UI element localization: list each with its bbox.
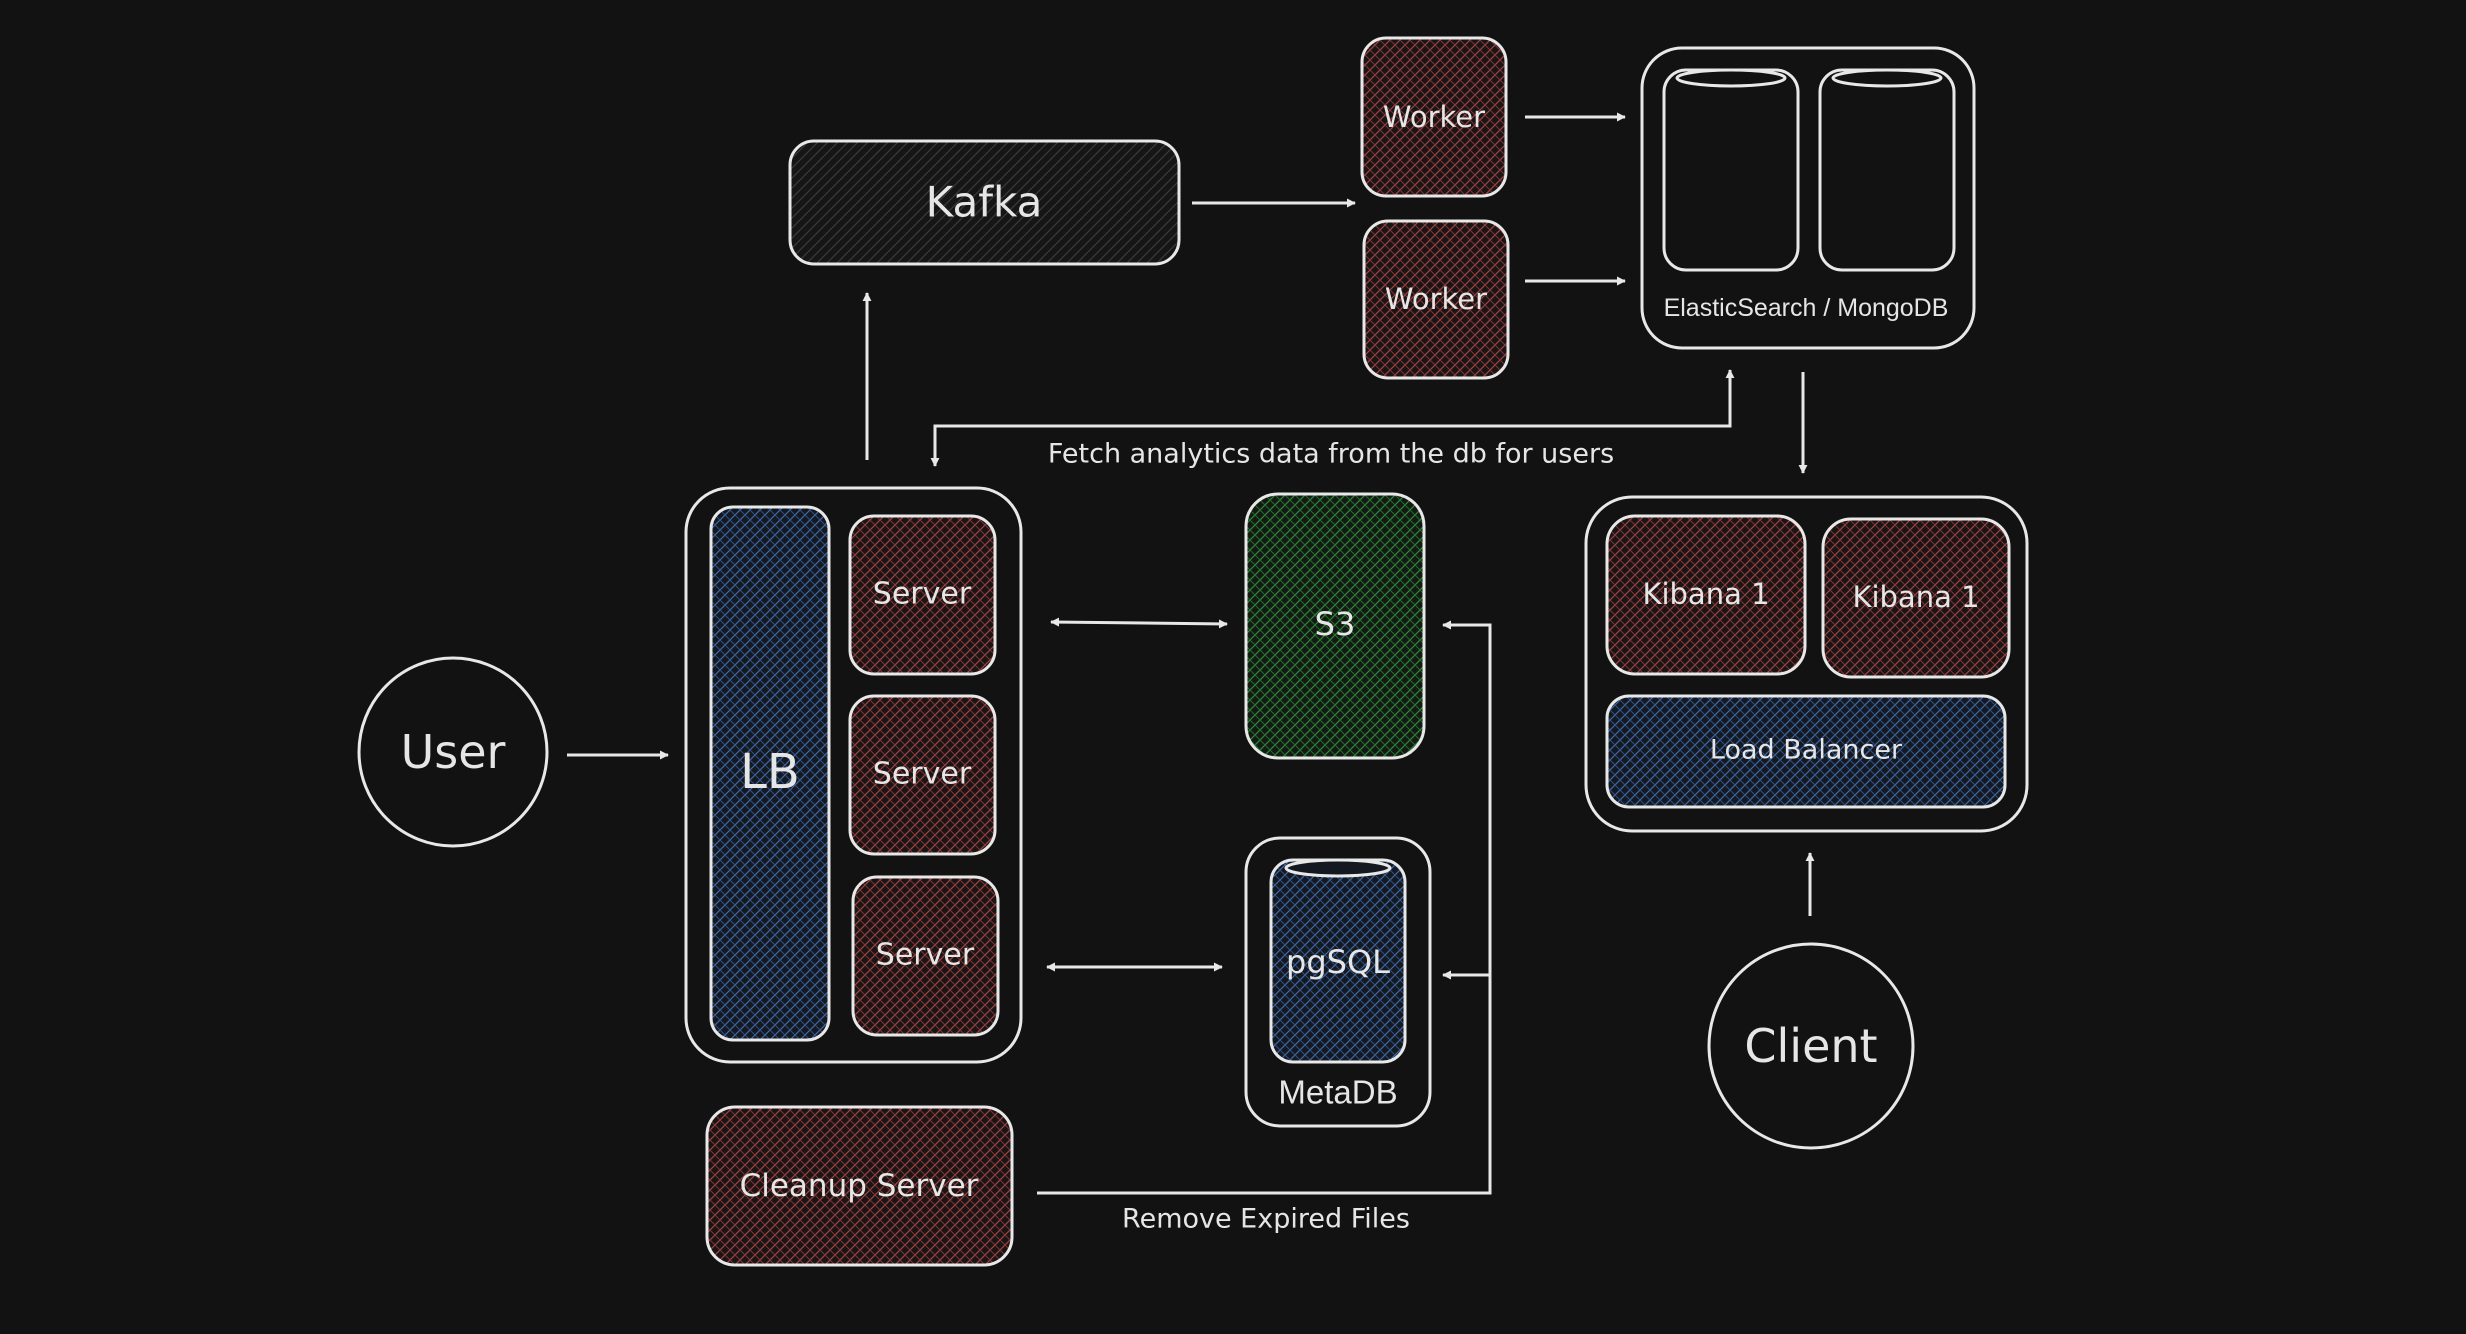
database-icon — [1818, 68, 1956, 272]
load-balancer-node: Load Balancer — [1605, 694, 2007, 809]
load-balancer-label: Load Balancer — [1710, 735, 1903, 766]
remove-expired-label: Remove Expired Files — [1122, 1204, 1410, 1235]
edge-servers-s3 — [1050, 617, 1228, 629]
kafka-node: Kafka — [788, 139, 1181, 266]
s3-node: S3 — [1244, 492, 1426, 760]
database-icon — [1662, 68, 1800, 272]
kibana-node-1: Kibana 1 — [1605, 514, 1807, 676]
server-1-label: Server — [873, 577, 972, 612]
server-2-label: Server — [873, 757, 972, 792]
kibana-1-label: Kibana 1 — [1642, 577, 1769, 611]
lb-label: LB — [740, 744, 800, 800]
kibana-node-2: Kibana 1 — [1821, 517, 2011, 679]
kibana-2-label: Kibana 1 — [1852, 580, 1979, 614]
lb-node: LB — [709, 505, 831, 1042]
es-mongo-label: ElasticSearch / MongoDB — [1664, 294, 1949, 322]
worker-2-label: Worker — [1385, 282, 1487, 316]
pgsql-database: pgSQL — [1269, 858, 1407, 1064]
worker-1-label: Worker — [1383, 100, 1485, 134]
worker-node-1: Worker — [1360, 36, 1508, 198]
es-mongo-node: ElasticSearch / MongoDB — [1640, 46, 1976, 350]
edge-remove-expired — [1037, 620, 1492, 1195]
server-3-label: Server — [876, 938, 975, 973]
cleanup-server-node: Cleanup Server — [705, 1105, 1014, 1267]
fetch-analytics-label: Fetch analytics data from the db for use… — [1048, 439, 1614, 470]
user-node: User — [357, 656, 549, 848]
metadb-label: MetaDB — [1278, 1074, 1397, 1111]
client-label: Client — [1744, 1019, 1877, 1073]
user-label: User — [401, 725, 506, 779]
server-cluster: LB Server Server Server — [684, 486, 1023, 1064]
s3-label: S3 — [1315, 605, 1356, 643]
server-node-1: Server — [848, 514, 997, 676]
server-node-2: Server — [848, 694, 997, 856]
worker-node-2: Worker — [1362, 219, 1510, 380]
cleanup-server-label: Cleanup Server — [740, 1168, 979, 1204]
pgsql-label: pgSQL — [1286, 943, 1390, 981]
kibana-cluster: Kibana 1 Kibana 1 Load Balancer — [1584, 495, 2029, 833]
client-node: Client — [1707, 942, 1915, 1150]
metadb-node: pgSQL MetaDB — [1244, 836, 1432, 1128]
kafka-label: Kafka — [926, 178, 1043, 227]
edge-fetch-analytics — [930, 369, 1735, 467]
server-node-3: Server — [851, 875, 1000, 1037]
edges — [567, 112, 1815, 1195]
